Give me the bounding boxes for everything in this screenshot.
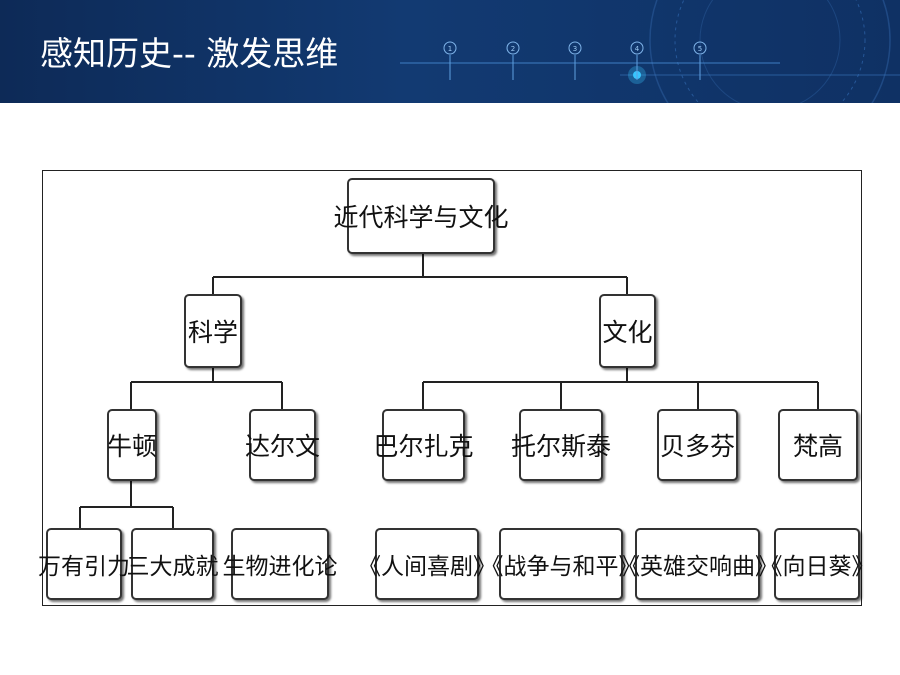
branch-node-science: 科学 [184,294,242,368]
step-number: 5 [698,45,702,53]
concept-map: 近代科学与文化 科学 文化 牛顿 达尔文 巴尔扎克 托尔斯泰 贝多芬 梵高 万有… [38,170,875,606]
step-number: 2 [511,45,515,53]
step-number: 1 [448,45,452,53]
achievement-node: 三大成就 [127,528,219,600]
tech-decoration: 1 2 3 4 5 [400,0,900,103]
root-node: 近代科学与文化 [334,178,509,254]
achievement-node: 生物进化论 [223,528,338,600]
connector-lines [79,254,819,528]
person-node-balzac: 巴尔扎克 [374,409,474,481]
slide-title: 感知历史-- 激发思维 [40,34,339,73]
step-number: 4 [635,45,640,53]
work-node: 《向日葵》 [760,528,875,600]
person-node-beethoven: 贝多芬 [657,409,738,481]
step-number: 3 [573,45,577,53]
person-node-darwin: 达尔文 [245,409,320,481]
person-node-tolstoy: 托尔斯泰 [511,409,611,481]
work-node: 《战争与和平》 [481,528,642,600]
work-node: 《人间喜剧》 [358,528,496,600]
achievement-node: 万有引力 [38,528,130,600]
slide-header: 1 2 3 4 5 感知历史-- 激发思维 [0,0,900,103]
branch-node-culture: 文化 [599,294,656,368]
work-node: 《英雄交响曲》 [617,528,778,600]
person-node-van-gogh: 梵高 [778,409,858,481]
person-node-newton: 牛顿 [107,409,157,481]
